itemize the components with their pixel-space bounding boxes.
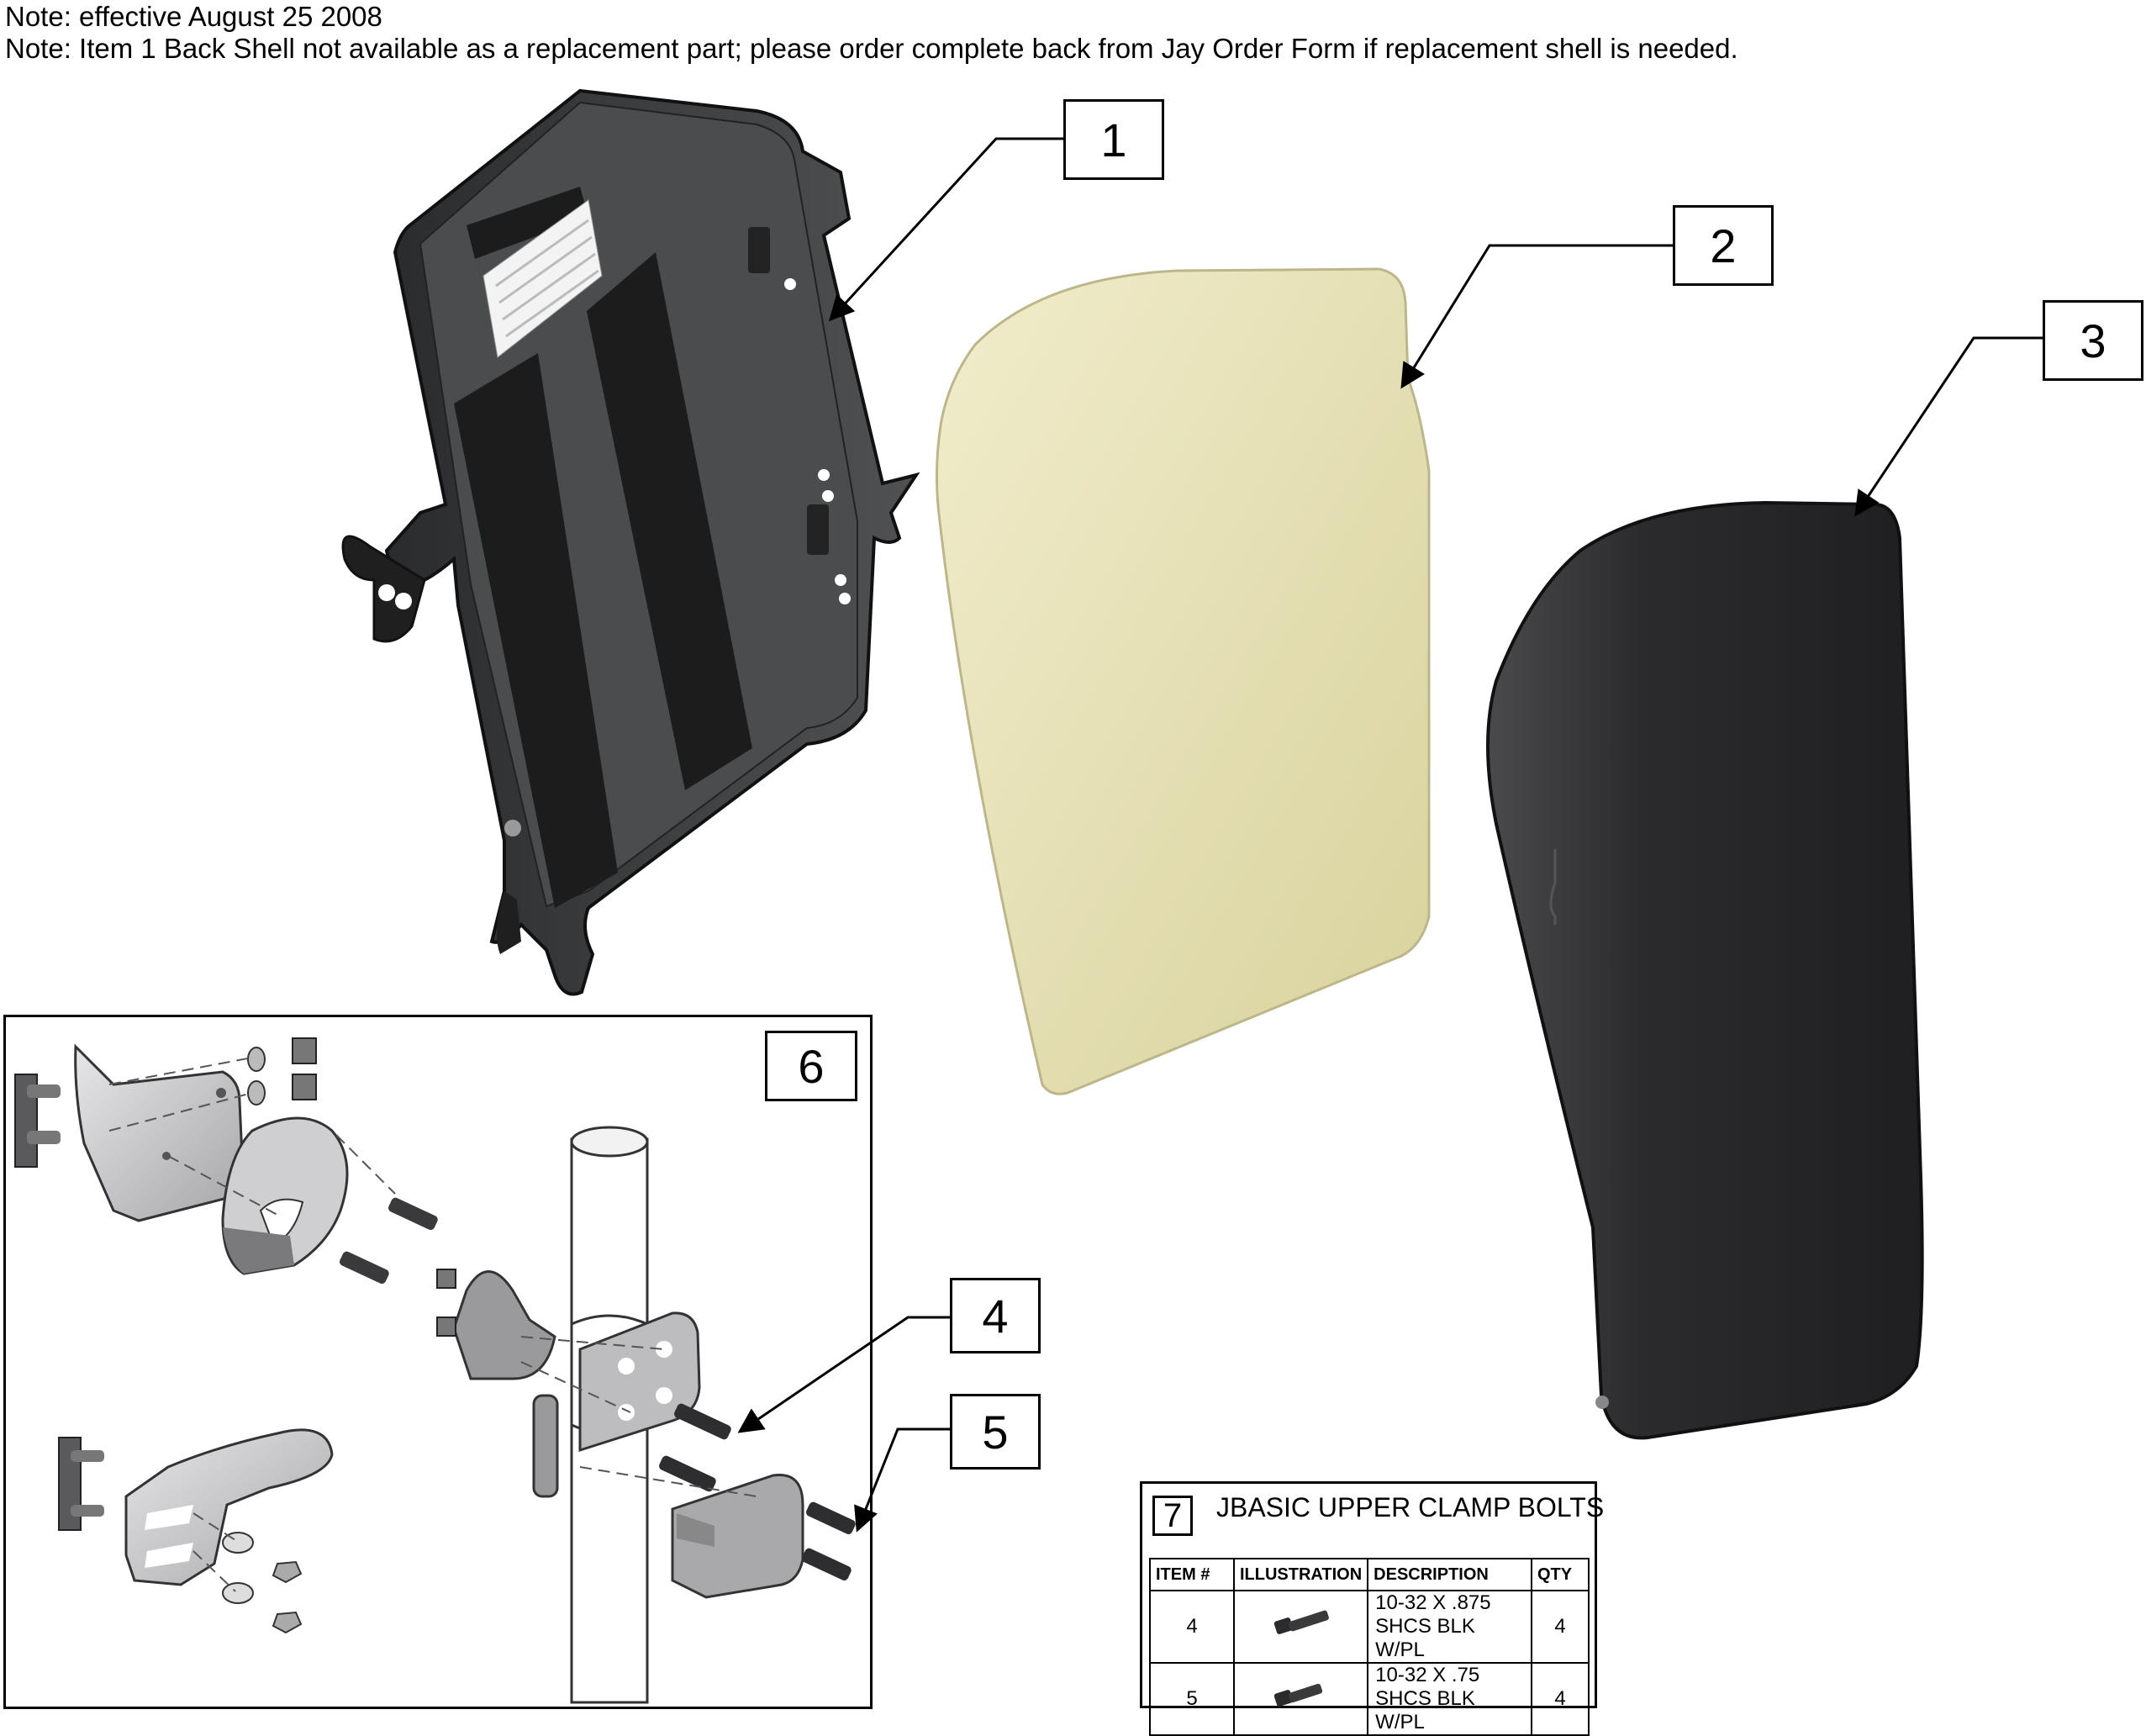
callout-1: 1 — [1063, 99, 1164, 180]
hardware-detail-art — [14, 1037, 856, 1704]
row-description: 10-32 X .75 SHCS BLK W/PL — [1367, 1662, 1532, 1736]
foam-insert — [935, 267, 1431, 1095]
note-effective-date: Note: effective August 25 2008 — [5, 1, 382, 32]
row-illustration — [1232, 1590, 1369, 1664]
callout-5: 5 — [950, 1394, 1041, 1470]
clamp-bolts-small — [340, 1197, 438, 1285]
velcro-strip-left — [454, 353, 618, 908]
row-qty: 4 — [1531, 1662, 1590, 1736]
row-illustration — [1232, 1662, 1369, 1736]
mounting-plate-lower — [58, 1437, 104, 1531]
col-header-illustration: ILLUSTRATION — [1232, 1558, 1369, 1591]
item-5-bolts — [802, 1501, 856, 1581]
description-line: 10-32 X .875 — [1375, 1591, 1491, 1614]
shell-hook-bottom — [497, 820, 521, 954]
row-item-number: 5 — [1149, 1662, 1235, 1736]
col-header-qty: QTY — [1531, 1558, 1590, 1591]
upper-clamp-plate — [578, 1311, 701, 1453]
description-line: 10-32 X .75 — [1375, 1664, 1480, 1686]
callout-4: 4 — [950, 1278, 1041, 1353]
parts-table: ITEM # ILLUSTRATION DESCRIPTION QTY 4 10… — [1149, 1558, 1590, 1736]
velcro-strip-right — [587, 252, 752, 790]
note-back-shell: Note: Item 1 Back Shell not available as… — [5, 33, 1738, 64]
callout-2: 2 — [1673, 205, 1774, 286]
hook-bracket — [124, 1428, 334, 1586]
mounting-plate-left — [14, 1074, 61, 1168]
assembly-dashed-lines — [108, 1057, 757, 1592]
description-line: SHCS BLK W/PL — [1375, 1687, 1475, 1733]
bolt-icon — [1273, 1683, 1322, 1707]
col-header-item: ITEM # — [1149, 1558, 1235, 1591]
shell-clips — [748, 227, 851, 604]
table-row: 5 10-32 X .75 SHCS BLK W/PL 4 — [1149, 1662, 1590, 1736]
parts-table-title: JBASIC UPPER CLAMP BOLTS — [1216, 1492, 1605, 1522]
bolt-icon — [1273, 1610, 1329, 1634]
angle-bracket — [74, 1043, 245, 1222]
callout-3: 3 — [2043, 300, 2143, 381]
velcro-strip-top — [467, 187, 588, 259]
clamp-collar — [221, 1116, 349, 1275]
back-cover — [1486, 500, 1924, 1440]
row-item-number: 4 — [1149, 1590, 1235, 1664]
row-qty: 4 — [1531, 1590, 1590, 1664]
row-description: 10-32 X .875 SHCS BLK W/PL — [1367, 1590, 1532, 1664]
shell-hook-left — [341, 535, 426, 643]
parts-table-panel: 7 JBASIC UPPER CLAMP BOLTS ITEM # ILLUST… — [1140, 1481, 1604, 1736]
hardware-detail-frame — [3, 1015, 873, 1709]
description-line: SHCS BLK W/PL — [1375, 1615, 1475, 1661]
upper-clamp-hook — [436, 1269, 556, 1380]
col-header-description: DESCRIPTION — [1367, 1558, 1532, 1591]
clamp-hinge-pin — [532, 1394, 559, 1498]
callout-6: 6 — [765, 1031, 857, 1101]
spacer-nuts — [247, 1037, 317, 1105]
jay-label-sticker — [482, 199, 603, 358]
parts-table-number: 7 — [1152, 1496, 1193, 1536]
item-4-bolts — [659, 1403, 731, 1492]
table-row: 4 10-32 X .875 SHCS BLK W/PL 4 — [1149, 1590, 1590, 1664]
